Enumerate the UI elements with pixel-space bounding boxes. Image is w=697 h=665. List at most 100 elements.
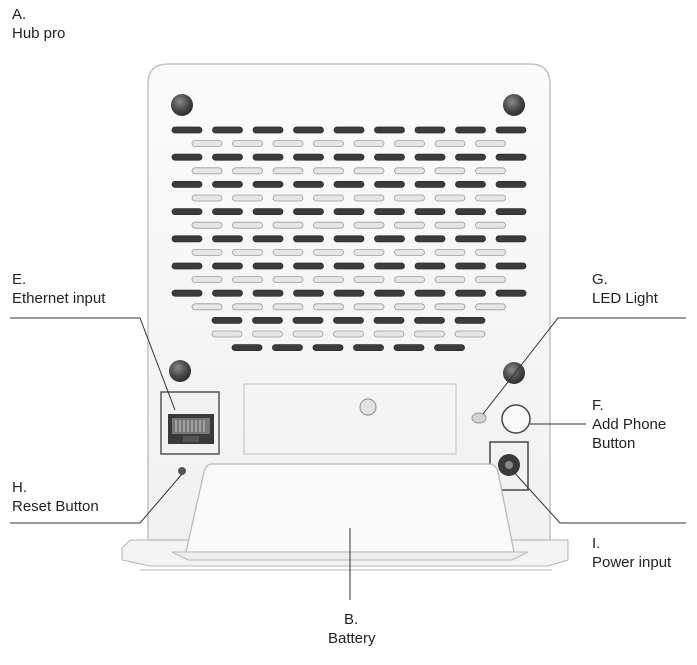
- vent-slot: [394, 221, 425, 229]
- vent-slot: [353, 276, 385, 284]
- label-hub-pro-letter: A.: [12, 6, 27, 23]
- vent-slot: [434, 194, 466, 202]
- vent-slot: [374, 126, 405, 134]
- vent-slot: [313, 276, 344, 284]
- vent-slot: [495, 235, 527, 243]
- label-led-light: G. LED Light: [592, 270, 658, 308]
- vent-slot: [374, 235, 405, 243]
- vent-slot: [293, 289, 324, 297]
- label-ethernet-text: Ethernet input: [12, 290, 106, 307]
- label-reset-letter: H.: [12, 479, 27, 496]
- vent-slot: [191, 221, 223, 229]
- vent-slot: [353, 344, 384, 352]
- screw-bottom-right: [503, 362, 525, 384]
- vent-slot: [212, 208, 243, 216]
- vent-slot: [353, 221, 385, 229]
- vent-slot: [292, 316, 324, 324]
- vent-slot: [272, 344, 303, 352]
- vent-slot: [252, 153, 284, 161]
- vent-slot: [393, 344, 425, 352]
- vent-slot: [333, 208, 365, 216]
- vent-slot: [353, 194, 385, 202]
- vent-slot: [374, 153, 405, 161]
- vent-slot: [475, 140, 506, 148]
- vent-slot: [353, 248, 385, 256]
- vent-slot: [374, 208, 405, 216]
- ethernet-port: [160, 391, 220, 455]
- vent-slot: [212, 262, 243, 270]
- label-add-phone-letter: F.: [592, 397, 604, 414]
- vent-slot: [191, 248, 223, 256]
- battery-cover-screw: [359, 398, 377, 416]
- vent-slot: [191, 276, 223, 284]
- vent-slot: [434, 276, 466, 284]
- leader-reset: [10, 473, 183, 524]
- vent-slot: [414, 330, 445, 338]
- vent-slot: [495, 262, 527, 270]
- vent-slot: [191, 303, 223, 311]
- vent-slot: [293, 126, 324, 134]
- vent-slot: [171, 208, 203, 216]
- vent-slot: [495, 153, 527, 161]
- vent-slot: [414, 316, 445, 324]
- label-battery-letter: B.: [344, 611, 359, 628]
- vent-slot: [212, 153, 243, 161]
- vent-slot: [374, 180, 405, 188]
- vent-slot: [252, 235, 284, 243]
- vent-slot: [333, 289, 365, 297]
- vent-slot: [475, 167, 506, 175]
- vent-slot: [272, 140, 304, 148]
- vent-slot: [333, 153, 365, 161]
- vent-slot: [434, 167, 466, 175]
- add-phone-button: [501, 404, 531, 434]
- label-led-text: LED Light: [592, 290, 658, 307]
- vent-slot: [272, 194, 304, 202]
- vent-slot: [293, 262, 324, 270]
- vent-slot: [353, 303, 385, 311]
- vent-slot: [394, 194, 425, 202]
- vent-slot: [212, 235, 243, 243]
- screw-top-right: [503, 94, 525, 116]
- vent-slot: [374, 262, 405, 270]
- vent-slot: [434, 140, 466, 148]
- vent-slot: [211, 330, 243, 338]
- vent-slot: [475, 194, 506, 202]
- vent-slot: [232, 221, 263, 229]
- vent-slot: [333, 330, 364, 338]
- vent-slot: [455, 153, 486, 161]
- vent-slot: [434, 248, 466, 256]
- vent-slot: [454, 330, 486, 338]
- vent-slot: [292, 330, 324, 338]
- vent-slot: [414, 208, 446, 216]
- vent-slot: [232, 194, 263, 202]
- label-reset-button: H. Reset Button: [12, 478, 99, 516]
- leader-lines: [10, 317, 686, 600]
- vent-slot: [171, 235, 203, 243]
- vent-slot: [312, 344, 344, 352]
- vent-slot: [455, 208, 486, 216]
- vent-slot: [171, 153, 203, 161]
- vent-slot: [252, 180, 284, 188]
- label-hub-pro-text: Hub pro: [12, 25, 66, 42]
- vent-slot: [171, 289, 203, 297]
- label-power-text: Power input: [592, 554, 672, 571]
- vent-slot: [211, 316, 243, 324]
- vent-slot: [272, 248, 304, 256]
- vent-slot: [374, 289, 405, 297]
- vent-slot: [171, 262, 203, 270]
- battery-pack: [171, 463, 529, 561]
- vent-slot: [252, 126, 284, 134]
- vent-slot: [333, 316, 364, 324]
- vent-slot: [212, 126, 243, 134]
- vent-slot: [293, 208, 324, 216]
- battery-cover: [243, 383, 457, 455]
- ventilation-slots: [171, 126, 527, 352]
- vent-slot: [495, 126, 527, 134]
- vent-slot: [333, 262, 365, 270]
- vent-slot: [231, 344, 263, 352]
- label-hub-pro: A. Hub pro: [12, 5, 65, 43]
- vent-slot: [394, 248, 425, 256]
- vent-slot: [455, 126, 486, 134]
- label-reset-text: Reset Button: [12, 498, 99, 515]
